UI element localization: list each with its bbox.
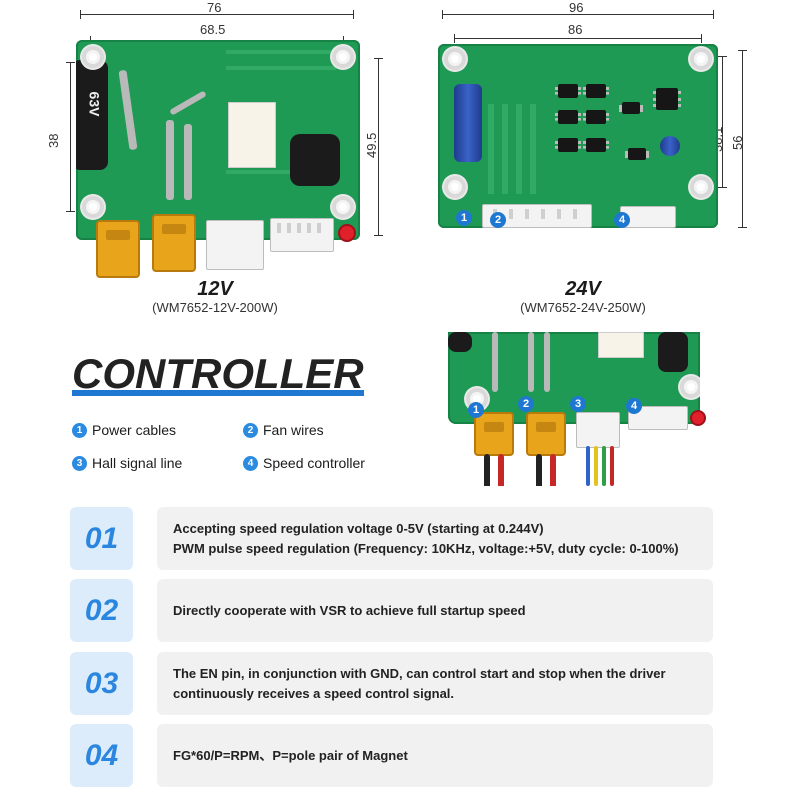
tag-1: 1 bbox=[456, 210, 472, 226]
legend-item-power-cables: 1 Power cables bbox=[72, 422, 176, 438]
dim-label-68-5: 68.5 bbox=[200, 22, 226, 37]
legend-number: 1 bbox=[72, 422, 87, 438]
dim-line-76 bbox=[80, 10, 354, 19]
tag-2: 2 bbox=[518, 396, 534, 412]
feature-text: continuously receives a speed control si… bbox=[173, 685, 455, 701]
feature-number-04: 04 bbox=[70, 724, 133, 787]
dim-line-38 bbox=[66, 62, 75, 212]
xt-connector bbox=[526, 412, 566, 456]
led-red bbox=[340, 226, 354, 240]
legend-item-speed-controller: 4 Speed controller bbox=[243, 455, 365, 471]
capacitor-blue bbox=[454, 84, 482, 162]
ic-chip bbox=[619, 102, 643, 114]
dim-label-76: 76 bbox=[207, 0, 222, 15]
ic-chip bbox=[555, 110, 581, 124]
dim-label-38: 38 bbox=[46, 133, 61, 148]
ic-chip bbox=[653, 88, 681, 110]
feature-text: Accepting speed regulation voltage 0-5V … bbox=[173, 520, 544, 536]
capacitor-small bbox=[660, 136, 680, 156]
dim-label-96: 96 bbox=[569, 0, 584, 15]
tag-4: 4 bbox=[614, 212, 630, 228]
ic-chip bbox=[555, 138, 581, 152]
board-model-12v: (WM7652-12V-200W) bbox=[152, 300, 278, 315]
ic-chip bbox=[555, 84, 581, 98]
feature-text: PWM pulse speed regulation (Frequency: 1… bbox=[173, 540, 679, 556]
tag-1: 1 bbox=[468, 402, 484, 418]
xt-connector bbox=[96, 220, 140, 278]
board-model-24v: (WM7652-24V-250W) bbox=[520, 300, 646, 315]
pcb-12v: 63V bbox=[76, 40, 360, 240]
tag-4: 4 bbox=[626, 398, 642, 414]
legend-label: Hall signal line bbox=[92, 455, 183, 471]
white-connector bbox=[206, 220, 264, 270]
feature-card-03: The EN pin, in conjunction with GND, can… bbox=[157, 652, 713, 715]
board-title-24v: 24V bbox=[565, 278, 601, 300]
ic-chip bbox=[625, 148, 649, 160]
feature-number-03: 03 bbox=[70, 652, 133, 715]
feature-text: FG*60/P=RPM、P=pole pair of Magnet bbox=[173, 747, 408, 763]
white-connector bbox=[270, 218, 334, 252]
legend-number: 3 bbox=[72, 455, 87, 471]
feature-card-02: Directly cooperate with VSR to achieve f… bbox=[157, 579, 713, 642]
tag-2: 2 bbox=[490, 212, 506, 228]
dim-label-49-5: 49.5 bbox=[364, 132, 379, 158]
dim-line-38-1 bbox=[718, 56, 727, 188]
legend-label: Power cables bbox=[92, 422, 177, 438]
heading-underline bbox=[72, 390, 364, 396]
legend-label: Fan wires bbox=[263, 422, 324, 438]
wired-board-photo: 1 2 3 4 bbox=[440, 332, 710, 486]
feature-card-01: Accepting speed regulation voltage 0-5V … bbox=[157, 507, 713, 570]
legend-number: 2 bbox=[243, 422, 258, 438]
section-heading: CONTROLLER bbox=[72, 350, 364, 397]
board-12v: 76 68.5 38 49.5 63V 12V (WM7652-12V-200W… bbox=[0, 0, 383, 320]
dim-line-96 bbox=[442, 10, 714, 19]
ic-chip bbox=[583, 84, 609, 98]
pcb-24v bbox=[438, 44, 718, 228]
feature-card-04: FG*60/P=RPM、P=pole pair of Magnet bbox=[157, 724, 713, 787]
xt-connector bbox=[152, 214, 196, 272]
dim-label-56: 56 bbox=[730, 135, 745, 150]
dim-line-86 bbox=[454, 34, 702, 43]
inductor bbox=[290, 134, 340, 186]
dim-line-49-5 bbox=[374, 58, 383, 236]
ic-chip bbox=[583, 138, 609, 152]
legend-number: 4 bbox=[243, 455, 258, 471]
feature-text: Directly cooperate with VSR to achieve f… bbox=[173, 602, 526, 618]
feature-text: The EN pin, in conjunction with GND, can… bbox=[173, 665, 666, 681]
dim-line-56 bbox=[738, 50, 747, 228]
capacitor-label: 63V bbox=[86, 91, 103, 117]
white-connector bbox=[576, 412, 620, 448]
feature-number-01: 01 bbox=[70, 507, 133, 570]
label-sticker bbox=[228, 102, 276, 168]
feature-number-02: 02 bbox=[70, 579, 133, 642]
board-24v: 96 86 38.1 56 1 2 4 24V (WM7652-24V-250W… bbox=[420, 0, 800, 320]
legend-item-fan-wires: 2 Fan wires bbox=[243, 422, 324, 438]
led-red bbox=[692, 412, 704, 424]
xt-connector bbox=[474, 412, 514, 456]
ic-chip bbox=[583, 110, 609, 124]
board-title-12v: 12V bbox=[197, 278, 233, 300]
legend-item-hall-signal: 3 Hall signal line bbox=[72, 455, 182, 471]
dim-label-86: 86 bbox=[568, 22, 583, 37]
capacitor-63v bbox=[76, 60, 108, 170]
tag-3: 3 bbox=[570, 396, 586, 412]
legend-label: Speed controller bbox=[263, 455, 365, 471]
